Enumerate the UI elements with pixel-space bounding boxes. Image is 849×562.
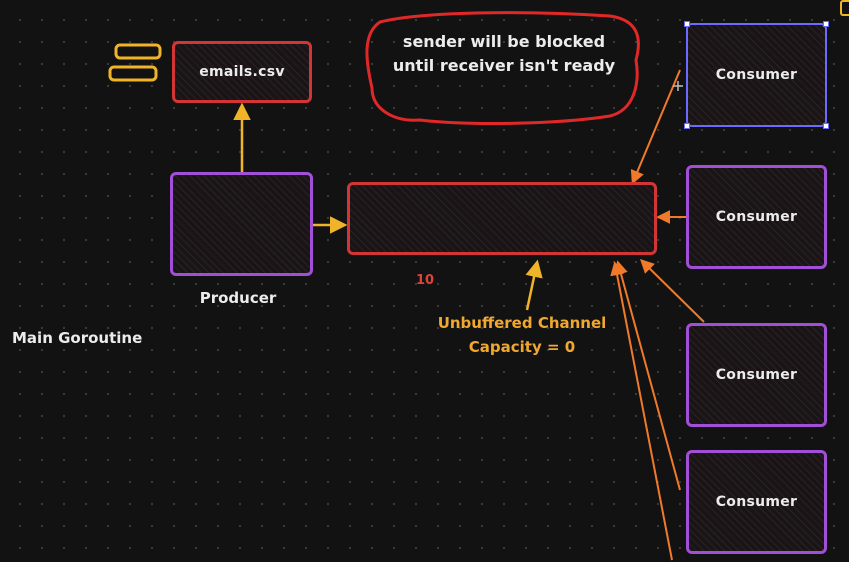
file-stack-icon [108, 43, 162, 82]
consumer-node-1[interactable]: Consumer [684, 21, 829, 129]
emails-csv-label: emails.csv [199, 64, 285, 80]
channel-title-label: Unbuffered Channel [437, 314, 607, 332]
blocking-note: sender will be blocked until receiver is… [374, 30, 634, 78]
emails-csv-node[interactable]: emails.csv [172, 41, 312, 103]
arrow-label-to-channel [525, 259, 543, 311]
consumer-node-3[interactable]: Consumer [686, 323, 827, 427]
offscreen-element-edge [840, 0, 849, 16]
channel-count-label: 10 [416, 273, 435, 288]
consumer-node-4[interactable]: Consumer [686, 450, 827, 554]
producer-label: Producer [199, 289, 277, 307]
selection-handle-top-left[interactable] [684, 21, 690, 27]
note-cloud-outline [365, 11, 640, 125]
channel-node[interactable] [347, 182, 657, 255]
consumer-node-2[interactable]: Consumer [686, 165, 827, 269]
consumer-3-label: Consumer [715, 367, 798, 383]
consumer-2-label: Consumer [715, 209, 798, 225]
selection-handle-bottom-right[interactable] [823, 123, 829, 129]
producer-node[interactable] [170, 172, 313, 276]
main-goroutine-label: Main Goroutine [12, 329, 143, 347]
move-cursor-icon [673, 81, 683, 91]
arrow-consumer3-to-channel [640, 259, 705, 323]
note-line-2: until receiver isn't ready [392, 56, 616, 75]
channel-capacity-label: Capacity = 0 [468, 338, 576, 356]
arrow-consumer1-to-channel [630, 69, 681, 185]
arrow-consumer4-to-channel [614, 260, 681, 491]
arrow-offscreen-to-channel [610, 261, 673, 561]
consumer-1-label: Consumer [715, 67, 798, 83]
selection-handle-bottom-left[interactable] [684, 123, 690, 129]
note-line-1: sender will be blocked [402, 32, 606, 51]
consumer-4-label: Consumer [715, 494, 798, 510]
selection-handle-top-right[interactable] [823, 21, 829, 27]
